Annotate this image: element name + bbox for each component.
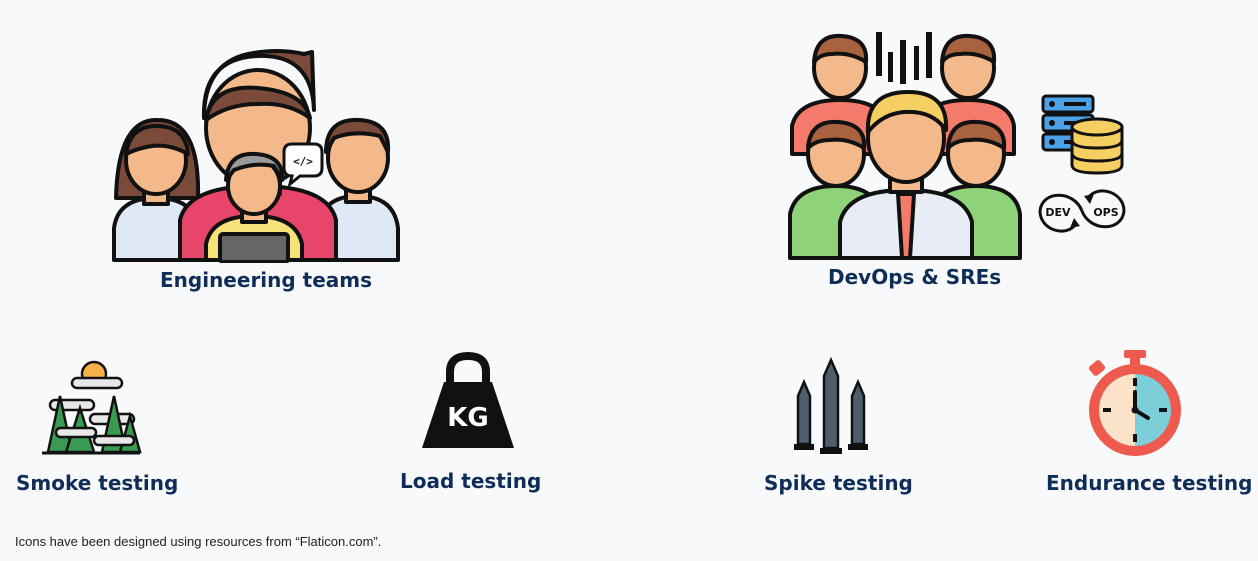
- devops-badge-left: DEV: [1045, 206, 1071, 219]
- engineering-teams-label: Engineering teams: [160, 268, 373, 292]
- code-bubble-icon: </>: [282, 142, 324, 188]
- load-testing-label: Load testing: [400, 469, 542, 493]
- devops-team-icon: [786, 26, 1026, 262]
- spikes-icon: [790, 356, 872, 456]
- attribution-footnote: Icons have been designed using resources…: [15, 534, 382, 549]
- smoke-testing-label: Smoke testing: [16, 471, 179, 495]
- endurance-testing-label: Endurance testing: [1046, 471, 1253, 495]
- spike-testing-label: Spike testing: [764, 471, 913, 495]
- stopwatch-icon: [1084, 348, 1186, 460]
- devops-cycle-icon: DEV OPS: [1036, 182, 1128, 240]
- code-bubble-text: </>: [293, 155, 313, 168]
- devops-badge-right: OPS: [1093, 206, 1118, 219]
- engineering-team-icon: </>: [108, 48, 408, 263]
- database-icon: [1068, 115, 1126, 177]
- smoke-forest-icon: [40, 356, 142, 456]
- devops-label: DevOps & SREs: [828, 265, 1002, 289]
- kettlebell-weight-icon: KG: [420, 352, 516, 452]
- kettlebell-text: KG: [447, 403, 489, 433]
